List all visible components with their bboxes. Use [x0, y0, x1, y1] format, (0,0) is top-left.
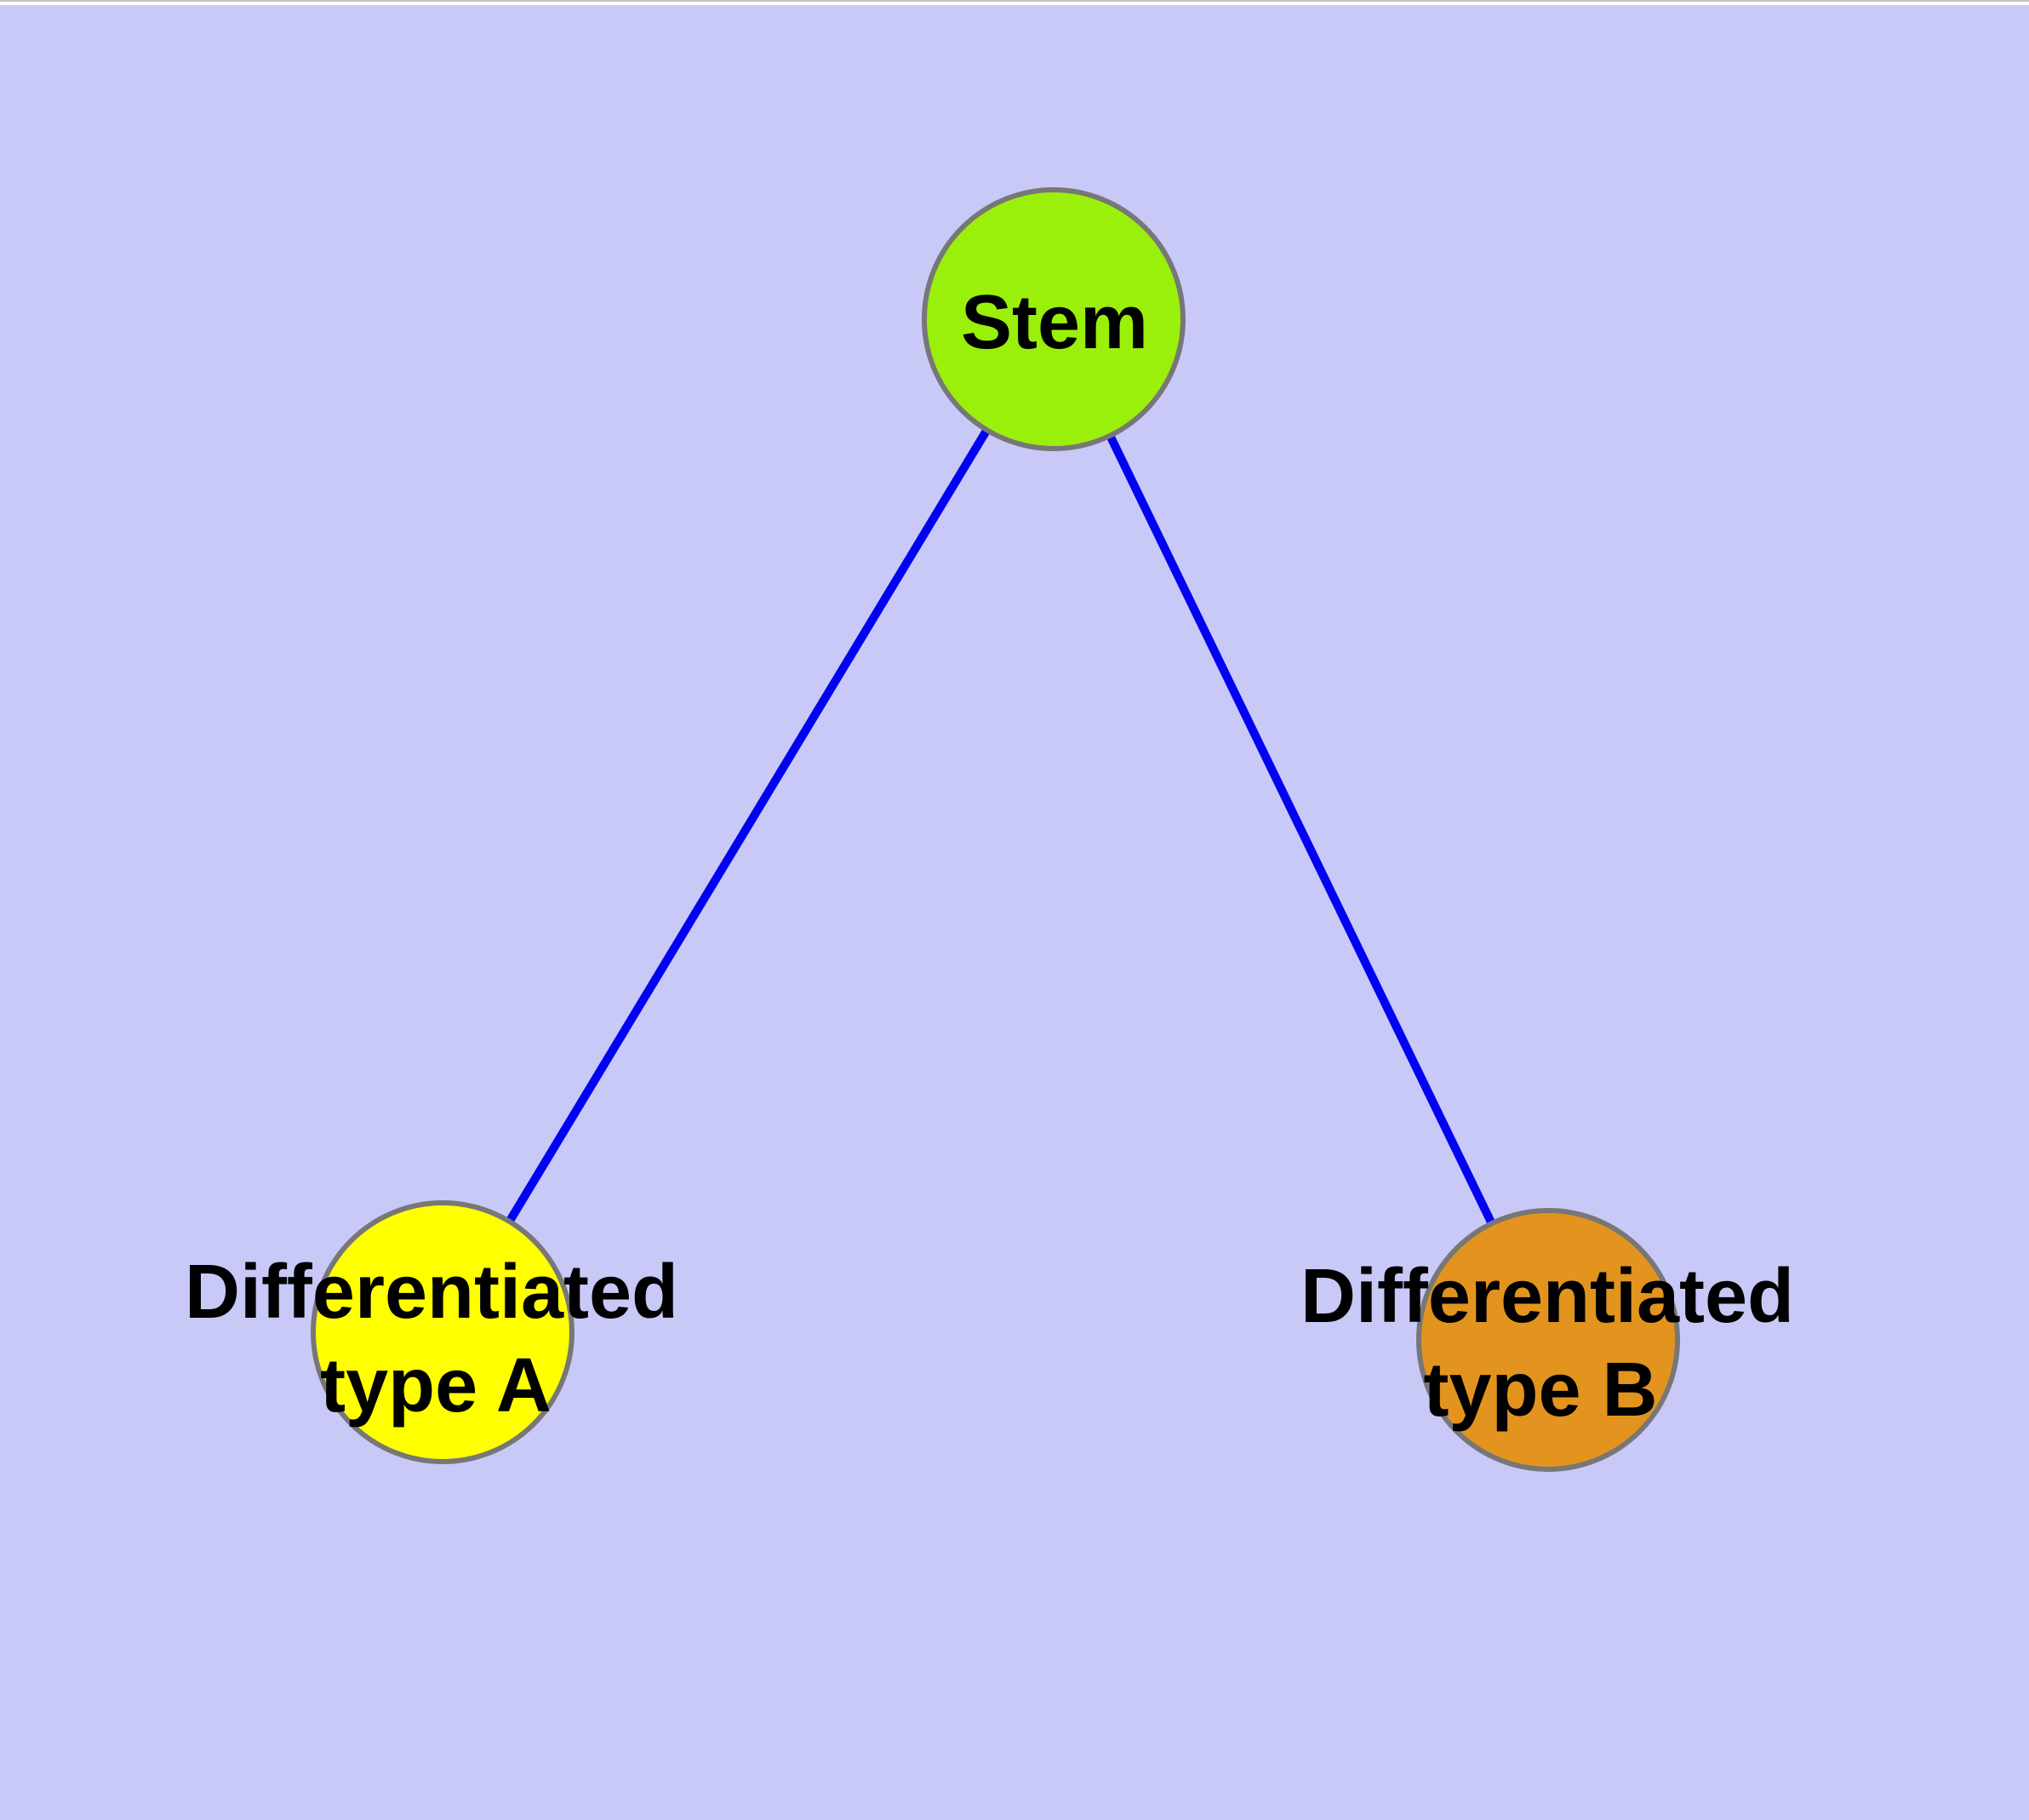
node-differentiated-type-a: Differentiated type A [185, 1200, 678, 1464]
node-differentiated-type-b: Differentiated type B [1300, 1208, 1794, 1472]
node-type-b-label-line2: type B [1423, 1348, 1657, 1433]
node-stem-label: Stem [961, 280, 1148, 365]
node-stem-circle [922, 187, 1186, 451]
edge-stem-to-type-b [1049, 317, 1552, 1342]
node-type-b-circle [1416, 1208, 1680, 1472]
top-hairline [0, 0, 2029, 2]
node-type-b-label-line1: Differentiated [1300, 1254, 1794, 1339]
edge-stem-to-type-a [438, 317, 1058, 1335]
edge-layer [438, 317, 1552, 1342]
top-white-strip [0, 0, 2029, 5]
node-type-a-circle [311, 1200, 574, 1464]
node-type-a-label-line2: type A [320, 1343, 552, 1428]
node-type-a-label-line1: Differentiated [185, 1250, 678, 1335]
node-stem: Stem [922, 187, 1186, 451]
